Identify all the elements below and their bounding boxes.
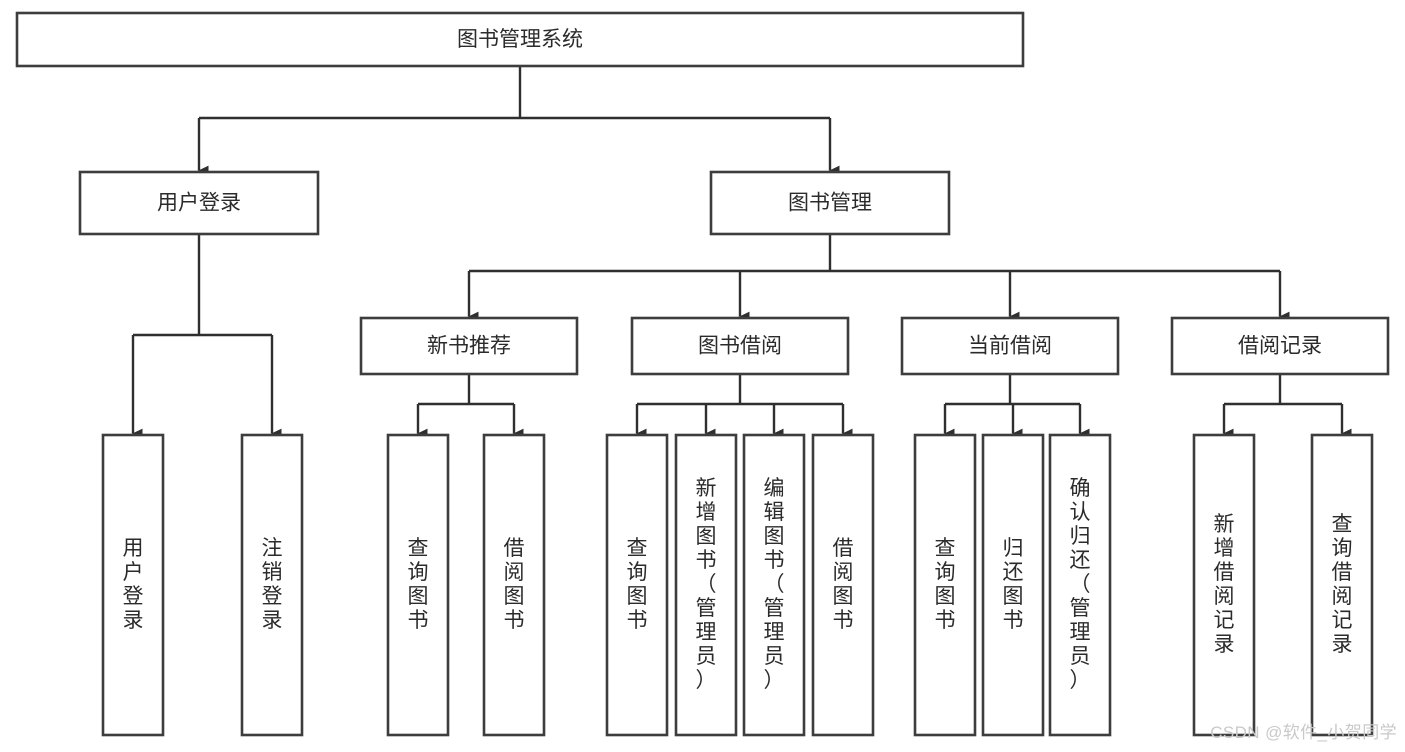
connector-group-borrow-records (1222, 374, 1352, 439)
node-leaf-leaf-borrow-books[interactable]: 借阅图书 (811, 433, 875, 737)
node-box[interactable] (913, 433, 977, 737)
node-box[interactable] (101, 433, 165, 737)
node-label: 编辑图书（管理员） (764, 477, 785, 692)
connector-layer (131, 66, 1352, 439)
node-leaf-leaf-user-login[interactable]: 用户登录 (101, 433, 165, 737)
node-box[interactable] (630, 316, 850, 376)
connector-group-book-management (467, 234, 1290, 322)
node-box[interactable] (15, 11, 1025, 68)
node-level3-new-book-recommend[interactable]: 新书推荐 (359, 316, 579, 376)
node-box[interactable] (900, 316, 1120, 376)
node-label: 借阅图书 (833, 537, 854, 632)
node-level3-current-borrow[interactable]: 当前借阅 (900, 316, 1120, 376)
csdn-watermark: CSDN @软件_小贺同学 (1210, 723, 1397, 742)
node-box[interactable] (240, 433, 304, 737)
node-leaf-leaf-add-borrow-record[interactable]: 新增借阅记录 (1192, 433, 1256, 737)
node-label: 查询图书 (935, 537, 956, 632)
connector-group-user-login (131, 234, 282, 439)
node-label: 图书借阅 (698, 335, 782, 358)
node-label: 借阅图书 (504, 537, 525, 632)
node-label: 归还图书 (1003, 537, 1024, 632)
node-box[interactable] (386, 433, 450, 737)
node-label: 新增图书（管理员） (696, 477, 717, 692)
node-label: 查询借阅记录 (1332, 513, 1353, 656)
node-label: 注销登录 (262, 537, 283, 632)
node-level3-borrow-records[interactable]: 借阅记录 (1170, 316, 1390, 376)
node-leaf-leaf-add-book-admin[interactable]: 新增图书（管理员） (674, 433, 738, 737)
node-box[interactable] (742, 433, 806, 737)
connector-group-book-borrow (635, 374, 853, 439)
node-box[interactable] (78, 170, 320, 236)
node-box[interactable] (482, 433, 546, 737)
node-leaf-leaf-confirm-return-admin[interactable]: 确认归还（管理员） (1048, 433, 1112, 737)
node-layer: 图书管理系统用户登录图书管理新书推荐图书借阅当前借阅借阅记录用户登录注销登录查询… (15, 11, 1390, 737)
node-leaf-leaf-search-books-current[interactable]: 查询图书 (913, 433, 977, 737)
node-leaf-leaf-logout[interactable]: 注销登录 (240, 433, 304, 737)
node-box[interactable] (1048, 433, 1112, 737)
node-level2-user-login[interactable]: 用户登录 (78, 170, 320, 236)
node-box[interactable] (709, 170, 951, 236)
node-leaf-leaf-borrow-books-rec[interactable]: 借阅图书 (482, 433, 546, 737)
node-leaf-leaf-query-borrow-record[interactable]: 查询借阅记录 (1310, 433, 1374, 737)
node-box[interactable] (674, 433, 738, 737)
node-label: 当前借阅 (968, 335, 1052, 358)
node-box[interactable] (605, 433, 669, 737)
connector-group-current-borrow (943, 374, 1090, 439)
node-root[interactable]: 图书管理系统 (15, 11, 1025, 68)
node-label: 确认归还（管理员） (1070, 477, 1091, 692)
node-leaf-leaf-edit-book-admin[interactable]: 编辑图书（管理员） (742, 433, 806, 737)
node-label: 图书管理 (788, 192, 872, 215)
node-label: 新增借阅记录 (1214, 513, 1235, 656)
node-box[interactable] (1192, 433, 1256, 737)
node-label: 图书管理系统 (457, 28, 583, 51)
node-label: 查询图书 (408, 537, 429, 632)
node-leaf-leaf-return-books[interactable]: 归还图书 (981, 433, 1045, 737)
node-label: 用户登录 (157, 192, 241, 215)
node-box[interactable] (1170, 316, 1390, 376)
node-leaf-leaf-search-books-borrow[interactable]: 查询图书 (605, 433, 669, 737)
node-box[interactable] (981, 433, 1045, 737)
node-level2-book-management[interactable]: 图书管理 (709, 170, 951, 236)
node-leaf-leaf-search-books-rec[interactable]: 查询图书 (386, 433, 450, 737)
node-box[interactable] (811, 433, 875, 737)
connector-group-new-book-recommend (416, 374, 524, 439)
node-box[interactable] (1310, 433, 1374, 737)
node-label: 新书推荐 (427, 335, 511, 358)
node-box[interactable] (359, 316, 579, 376)
node-level3-book-borrow[interactable]: 图书借阅 (630, 316, 850, 376)
connector-group-root (197, 66, 840, 176)
node-label: 查询图书 (627, 537, 648, 632)
node-label: 借阅记录 (1238, 335, 1322, 358)
node-label: 用户登录 (123, 537, 144, 632)
